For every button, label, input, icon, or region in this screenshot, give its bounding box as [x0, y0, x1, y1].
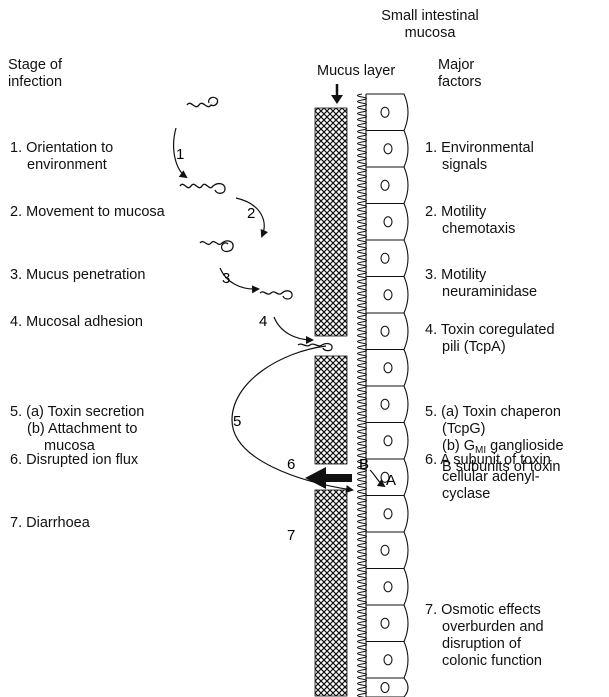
epithelial-cell: [366, 131, 408, 168]
cell-nucleus: [384, 363, 392, 373]
step-5-label: 5: [233, 413, 241, 430]
cell-nucleus: [384, 509, 392, 519]
toxin-a-arrow: [370, 470, 384, 486]
bacterium-stage-3: [200, 241, 233, 252]
step-7-label: 7: [287, 527, 295, 544]
cell-nucleus: [381, 618, 389, 628]
epithelial-cell: [366, 532, 408, 569]
mucus-down-arrow-head: [331, 95, 343, 104]
epithelium: [358, 94, 409, 697]
epithelial-cell: [366, 386, 408, 423]
bacterium-stage-4: [260, 291, 292, 299]
step-1-label: 1: [176, 146, 184, 163]
arrow-stage-4: [274, 317, 312, 340]
mucus-layer-middle: [315, 356, 347, 464]
cell-nucleus: [384, 436, 392, 446]
epithelial-cell: [366, 204, 408, 241]
toxin-subunit-b-label: B: [359, 456, 369, 473]
epithelial-cell: [366, 678, 408, 697]
cell-nucleus: [384, 290, 392, 300]
cell-nucleus: [381, 253, 389, 263]
epithelial-cell: [366, 350, 408, 387]
epithelial-cell: [366, 642, 408, 679]
bacterium-stage-5: [298, 344, 332, 351]
toxin-subunit-a-label: A: [386, 472, 396, 489]
epithelial-cell: [366, 313, 408, 350]
bacterium-stage-1: [187, 97, 218, 106]
cell-nucleus: [381, 107, 389, 117]
cell-nucleus: [384, 144, 392, 154]
cell-nucleus: [384, 582, 392, 592]
mucus-layer-lower: [315, 490, 347, 696]
cell-nucleus: [381, 545, 389, 555]
epithelial-cell: [366, 605, 408, 642]
epithelial-cell: [366, 496, 408, 533]
step-2-label: 2: [247, 205, 255, 222]
epithelial-cell: [366, 423, 408, 460]
cell-nucleus: [384, 655, 392, 665]
cell-nucleus: [381, 180, 389, 190]
epithelial-cell: [366, 240, 408, 277]
cell-nucleus: [381, 683, 389, 693]
step-3-label: 3: [222, 270, 230, 287]
mucus-layer-upper: [315, 108, 347, 336]
step-6-label: 6: [287, 456, 295, 473]
cell-nucleus: [381, 399, 389, 409]
step-4-label: 4: [259, 313, 267, 330]
bacterium-stage-2: [180, 184, 225, 194]
epithelial-cell: [366, 277, 408, 314]
epithelial-cell: [366, 569, 408, 606]
microvilli-border: [358, 94, 367, 697]
epithelial-cell: [366, 94, 408, 131]
cell-nucleus: [384, 217, 392, 227]
epithelial-cell: [366, 167, 408, 204]
cell-nucleus: [381, 326, 389, 336]
